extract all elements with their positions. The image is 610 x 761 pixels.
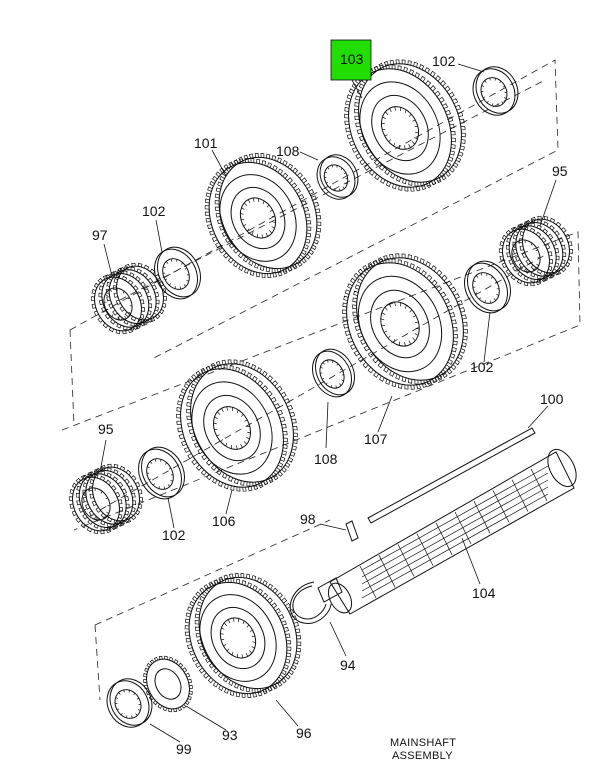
- part-96-gear[interactable]: [170, 560, 316, 711]
- label-106[interactable]: 106: [212, 513, 236, 529]
- part-106-gear[interactable]: [161, 346, 314, 506]
- part-108-washer-mid[interactable]: [305, 342, 362, 403]
- part-102-washer-top[interactable]: [465, 59, 526, 122]
- part-100-key[interactable]: [367, 427, 536, 524]
- part-104-mainshaft[interactable]: [317, 445, 582, 617]
- label-94[interactable]: 94: [340, 657, 356, 673]
- part-99-washer[interactable]: [99, 671, 160, 734]
- part-108-washer-top[interactable]: [310, 148, 365, 206]
- part-93-gear-small[interactable]: [138, 652, 198, 717]
- part-101-gear[interactable]: [190, 140, 336, 291]
- part-102-washer-mid[interactable]: [130, 440, 193, 507]
- label-99[interactable]: 99: [176, 741, 192, 757]
- label-100[interactable]: 100: [540, 391, 564, 407]
- label-96[interactable]: 96: [296, 725, 312, 741]
- dashed-frames: [61, 59, 581, 701]
- label-95-right[interactable]: 95: [552, 163, 568, 179]
- label-103[interactable]: 103: [340, 51, 364, 67]
- callout-labels: 103 102 101 108 102 97 95 102 95 108 107…: [92, 51, 568, 757]
- axis-lines: [99, 79, 546, 511]
- highlight-box-103: [330, 39, 372, 81]
- label-107[interactable]: 107: [364, 431, 388, 447]
- part-107-gear[interactable]: [326, 239, 484, 404]
- label-97[interactable]: 97: [92, 227, 108, 243]
- part-95-sleeve-right[interactable]: [493, 211, 578, 291]
- label-102-right[interactable]: 102: [470, 359, 494, 375]
- label-95-left[interactable]: 95: [98, 421, 114, 437]
- leader-lines: [99, 63, 557, 743]
- label-108-top[interactable]: 108: [276, 143, 300, 159]
- label-101[interactable]: 101: [194, 135, 218, 151]
- label-102-mid[interactable]: 102: [162, 527, 186, 543]
- label-102-left[interactable]: 102: [142, 203, 166, 219]
- part-95-sleeve-left[interactable]: [63, 459, 148, 539]
- part-98-pin[interactable]: [345, 520, 359, 542]
- label-104[interactable]: 104: [472, 585, 496, 601]
- label-98[interactable]: 98: [300, 511, 316, 527]
- label-108-mid[interactable]: 108: [314, 451, 338, 467]
- part-102-washer-right[interactable]: [456, 254, 519, 321]
- label-102-top[interactable]: 102: [432, 53, 456, 69]
- diagram-caption-line1: MAINSHAFT: [390, 737, 456, 749]
- diagram-caption-line2: ASSEMBLY: [392, 750, 453, 761]
- part-94-snap-ring[interactable]: [289, 581, 332, 624]
- label-93[interactable]: 93: [222, 727, 238, 743]
- part-97-sleeve[interactable]: [85, 258, 172, 339]
